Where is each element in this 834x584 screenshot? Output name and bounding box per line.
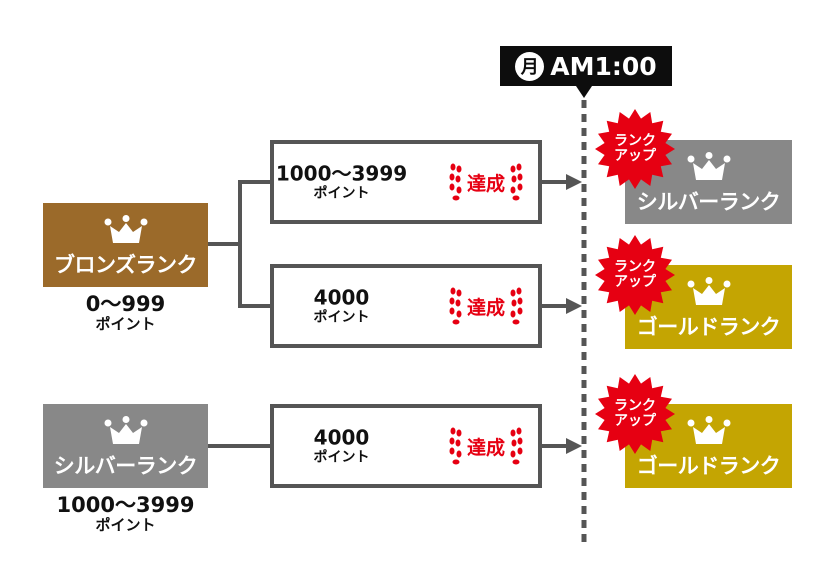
achieved-label: 達成 xyxy=(466,436,505,459)
condition-box: 4000 ポイント 達成 xyxy=(270,404,542,488)
badge-line: ランク xyxy=(614,133,656,150)
condition-points: 4000 xyxy=(313,285,370,310)
crown-icon xyxy=(687,277,730,305)
time-label: AM1:00 xyxy=(550,51,657,81)
condition-points: 1000〜3999 xyxy=(275,161,408,186)
time-pointer-icon xyxy=(576,86,592,98)
condition-unit: ポイント xyxy=(313,309,370,326)
rank-name: ゴールドランク xyxy=(636,454,781,478)
current-rank-points: 1000〜3999 ポイント xyxy=(33,493,218,535)
points-unit: ポイント xyxy=(95,516,156,535)
achieved-mark: 達成 xyxy=(448,286,524,326)
current-rank-silver: シルバーランク xyxy=(43,404,208,488)
condition-box: 1000〜3999 ポイント 達成 xyxy=(270,140,542,224)
day-icon: 月 xyxy=(515,51,545,81)
laurel-right-icon xyxy=(510,287,523,325)
rank-name: ブロンズランク xyxy=(53,253,198,277)
rank-up-badge: ランクアップ xyxy=(594,108,676,190)
time-marker: 月 AM1:00 xyxy=(500,46,672,86)
crown-icon xyxy=(104,215,147,243)
connector xyxy=(208,242,242,246)
condition-text: 1000〜3999 ポイント xyxy=(274,161,409,202)
connector xyxy=(238,180,272,184)
condition-text: 4000 ポイント xyxy=(274,425,409,466)
rank-up-badge: ランクアップ xyxy=(594,373,676,455)
condition-unit: ポイント xyxy=(313,185,370,202)
points-range: 1000〜3999 xyxy=(56,493,195,517)
connector xyxy=(238,180,242,308)
badge-line: アップ xyxy=(614,274,656,290)
crown-icon xyxy=(687,416,730,444)
rank-up-badge: ランクアップ xyxy=(594,234,676,316)
arrow-right-icon xyxy=(540,438,582,454)
current-rank-bronze: ブロンズランク xyxy=(43,203,208,287)
badge-line: アップ xyxy=(614,148,656,164)
achieved-label: 達成 xyxy=(466,296,505,319)
badge-line: ランク xyxy=(614,259,656,276)
laurel-right-icon xyxy=(510,427,523,465)
rank-name: シルバーランク xyxy=(53,454,198,478)
current-rank-points: 0〜999 ポイント xyxy=(43,292,208,334)
points-range: 0〜999 xyxy=(85,292,166,316)
laurel-left-icon xyxy=(449,163,462,201)
condition-box: 4000 ポイント 達成 xyxy=(270,264,542,348)
crown-icon xyxy=(687,152,730,180)
condition-points: 4000 xyxy=(313,425,370,450)
arrow-right-icon xyxy=(540,174,582,190)
connector xyxy=(238,304,272,308)
connector xyxy=(208,444,272,448)
badge-line: アップ xyxy=(614,413,656,429)
laurel-left-icon xyxy=(449,287,462,325)
badge-line: ランク xyxy=(614,398,656,415)
rank-name: ゴールドランク xyxy=(636,315,781,339)
achieved-label: 達成 xyxy=(466,172,505,195)
arrow-right-icon xyxy=(540,298,582,314)
rank-name: シルバーランク xyxy=(636,190,781,214)
achieved-mark: 達成 xyxy=(448,162,524,202)
points-unit: ポイント xyxy=(95,315,156,334)
starburst-icon xyxy=(595,235,675,315)
achieved-mark: 達成 xyxy=(448,426,524,466)
condition-text: 4000 ポイント xyxy=(274,285,409,326)
condition-unit: ポイント xyxy=(313,449,370,466)
crown-icon xyxy=(104,416,147,444)
starburst-icon xyxy=(595,109,675,189)
laurel-left-icon xyxy=(449,427,462,465)
timeline-dashed-line xyxy=(581,100,587,542)
laurel-right-icon xyxy=(510,163,523,201)
starburst-icon xyxy=(595,374,675,454)
